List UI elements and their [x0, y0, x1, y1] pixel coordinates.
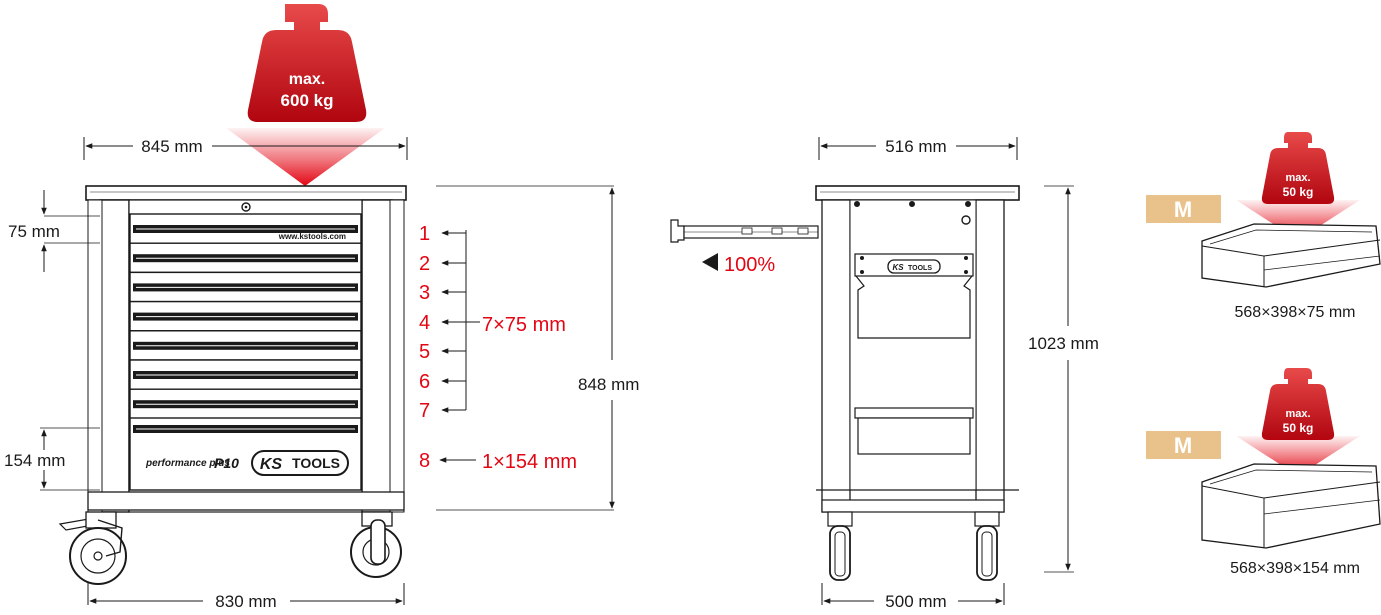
drawer-weight-icon — [1261, 368, 1335, 440]
model-label: P10 — [214, 455, 239, 471]
front-height-label: 848 mm — [578, 375, 639, 394]
drawer-numbers: 1 2 3 4 5 6 7 8 — [419, 223, 466, 472]
front-drawers — [129, 213, 362, 491]
max-load-line1: max. — [289, 71, 325, 88]
side-height-label: 1023 mm — [1028, 334, 1099, 353]
size-badge — [1146, 195, 1221, 223]
size-badge-label: M — [1174, 197, 1192, 222]
brand-tools-label: TOOLS — [292, 455, 340, 471]
side-view: 516 mm 100% KS TOOLS — [670, 137, 1099, 611]
side-caster-left — [827, 511, 853, 581]
front-width-bottom-label: 830 mm — [215, 592, 276, 610]
max-load-line2: 600 kg — [281, 91, 334, 110]
size-badge-label: M — [1174, 433, 1192, 458]
front-caster-left — [58, 511, 127, 585]
series-label: performance plus — [145, 458, 230, 469]
side-brand-ks-label: KS — [892, 263, 904, 272]
front-caster-right — [350, 511, 402, 578]
drawer-number: 2 — [419, 253, 430, 275]
side-width-bottom-label: 500 mm — [885, 592, 946, 610]
drawer-front — [129, 330, 362, 361]
drawer-large-label: 1×154 mm — [482, 451, 577, 473]
side-brand-tools-label: TOOLS — [908, 265, 932, 272]
drawer-small-height-label: 75 mm — [8, 222, 60, 241]
side-caster-right — [974, 511, 1000, 581]
drawer-front — [129, 359, 362, 390]
drawer-number: 5 — [419, 341, 430, 363]
drawer-size-label: 568×398×154 mm — [1230, 560, 1360, 577]
drawer-front — [129, 271, 362, 303]
drawer-front — [129, 388, 362, 420]
drawer-weight-line1: max. — [1285, 172, 1310, 184]
drawer-size-label: 568×398×75 mm — [1235, 304, 1356, 321]
drawer-weight-icon — [1261, 132, 1335, 204]
front-view: 845 mm www.kstools.com performance plus … — [4, 137, 639, 611]
drawer-detail-154: M max. 50 kg 568×398×154 mm — [1146, 368, 1381, 577]
brand-strip: performance plus P10 KS TOOLS — [145, 450, 349, 476]
side-width-top-label: 516 mm — [885, 137, 946, 156]
drawer-weight-line2: 50 kg — [1283, 421, 1314, 435]
drawer-number: 3 — [419, 282, 430, 304]
drawer-weight-line2: 50 kg — [1283, 185, 1314, 199]
max-load-weight-icon: max. 600 kg — [226, 4, 385, 186]
drawer-front — [129, 300, 362, 332]
drawer-number: 7 — [419, 400, 430, 422]
extension-label: 100% — [724, 254, 775, 276]
brand-ks-label: KS — [260, 456, 283, 473]
drawer-group-label: 7×75 mm — [482, 314, 566, 336]
drawer-number: 4 — [419, 312, 430, 334]
load-arrow-icon — [226, 128, 385, 186]
website-label: www.kstools.com — [278, 232, 346, 241]
size-badge — [1146, 431, 1221, 459]
drawer-large-height-label: 154 mm — [4, 451, 65, 470]
drawer-weight-line1: max. — [1285, 408, 1310, 420]
drawer-front — [129, 213, 362, 244]
drawer-number: 8 — [419, 450, 430, 472]
drawer-number: 6 — [419, 371, 430, 393]
drawer-detail-75: M max. 50 kg 568×398×75 mm — [1146, 132, 1381, 321]
extension-arrow-icon — [702, 253, 718, 271]
front-width-top-label: 845 mm — [141, 137, 202, 156]
drawer-number: 1 — [419, 223, 430, 245]
drawer-front — [129, 242, 362, 274]
